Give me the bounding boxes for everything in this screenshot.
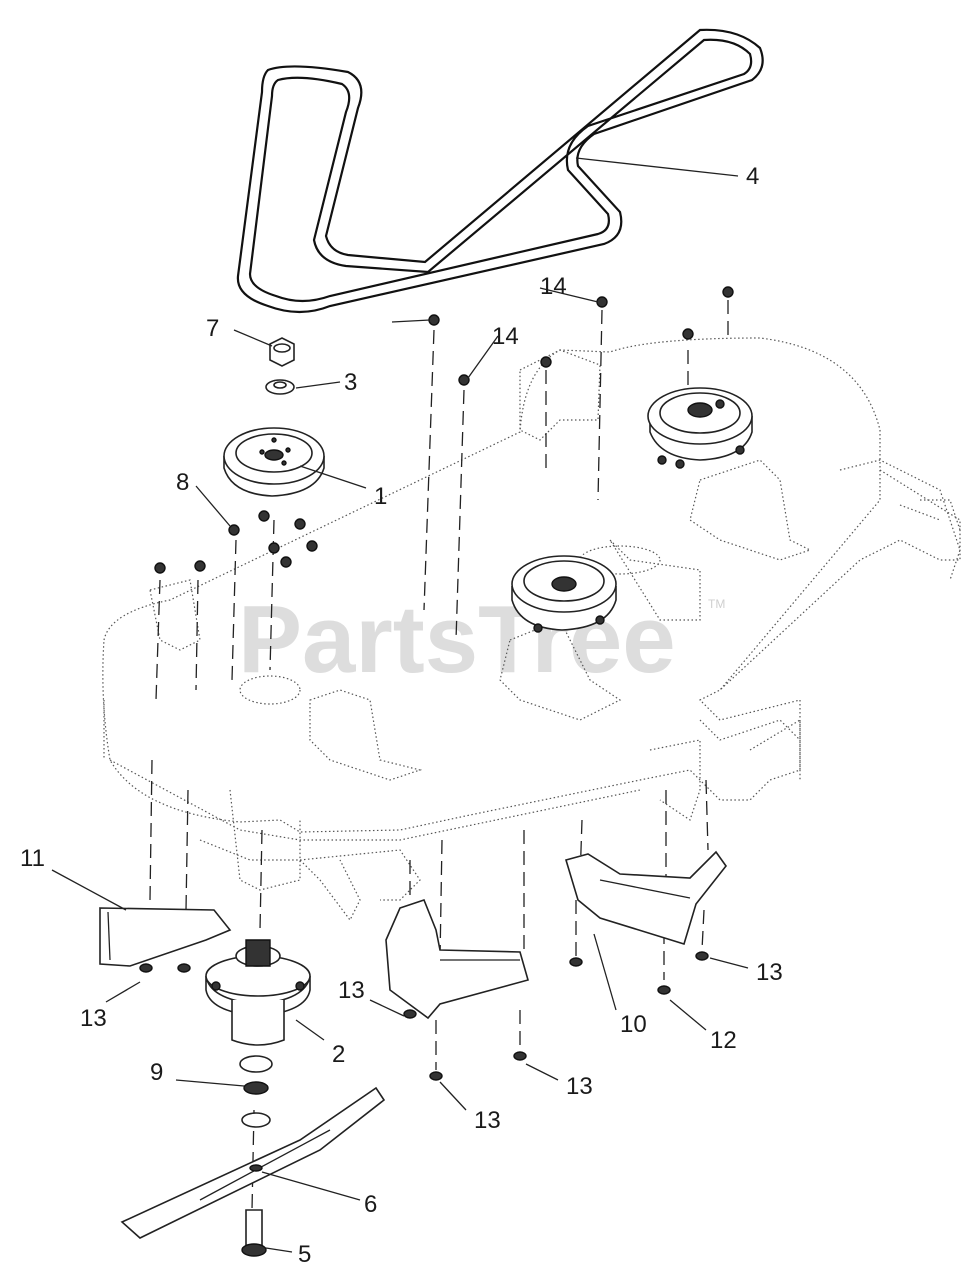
callout-14-right: 14 — [540, 273, 567, 300]
pulley-left — [223, 427, 325, 497]
callout-14-left: 14 — [492, 323, 519, 350]
blade-bolt — [241, 1209, 267, 1257]
callout-7: 7 — [206, 315, 219, 342]
callout-13-left: 13 — [80, 1005, 107, 1032]
screws — [139, 951, 709, 1081]
callout-5: 5 — [298, 1241, 311, 1268]
callout-10: 10 — [620, 1011, 647, 1038]
callout-13-center-top: 13 — [338, 977, 365, 1004]
assembly-lines — [149, 300, 729, 1211]
pulley-right — [647, 387, 753, 469]
callout-11: 11 — [20, 845, 45, 872]
washer-9 — [239, 1055, 273, 1128]
mower-deck — [102, 337, 961, 922]
callout-12: 12 — [710, 1027, 737, 1054]
callout-8: 8 — [176, 469, 189, 496]
baffle-10 — [564, 850, 728, 946]
mower-blade — [120, 1086, 386, 1239]
callout-13-center-bottom: 13 — [474, 1107, 501, 1134]
callout-4: 4 — [746, 163, 759, 190]
callout-13-center-right: 13 — [566, 1073, 593, 1100]
drive-belt — [236, 28, 764, 314]
callout-9: 9 — [150, 1059, 163, 1086]
callout-3: 3 — [344, 369, 357, 396]
spindle-assembly — [205, 939, 311, 1046]
nut-7 — [269, 337, 295, 367]
baffle-center — [385, 899, 529, 1020]
washer-3 — [265, 379, 295, 395]
baffle-11 — [99, 907, 232, 967]
watermark-trademark: TM — [708, 597, 725, 611]
pulley-center — [511, 555, 617, 633]
flange-nuts — [154, 286, 734, 574]
callout-6: 6 — [364, 1191, 377, 1218]
callout-2: 2 — [332, 1041, 345, 1068]
callout-13-right: 13 — [756, 959, 783, 986]
leader-lines — [51, 157, 749, 1253]
callout-labels: 1 2 3 4 5 6 7 8 9 10 11 12 13 13 13 13 1… — [20, 163, 783, 1268]
callout-1: 1 — [374, 483, 387, 510]
